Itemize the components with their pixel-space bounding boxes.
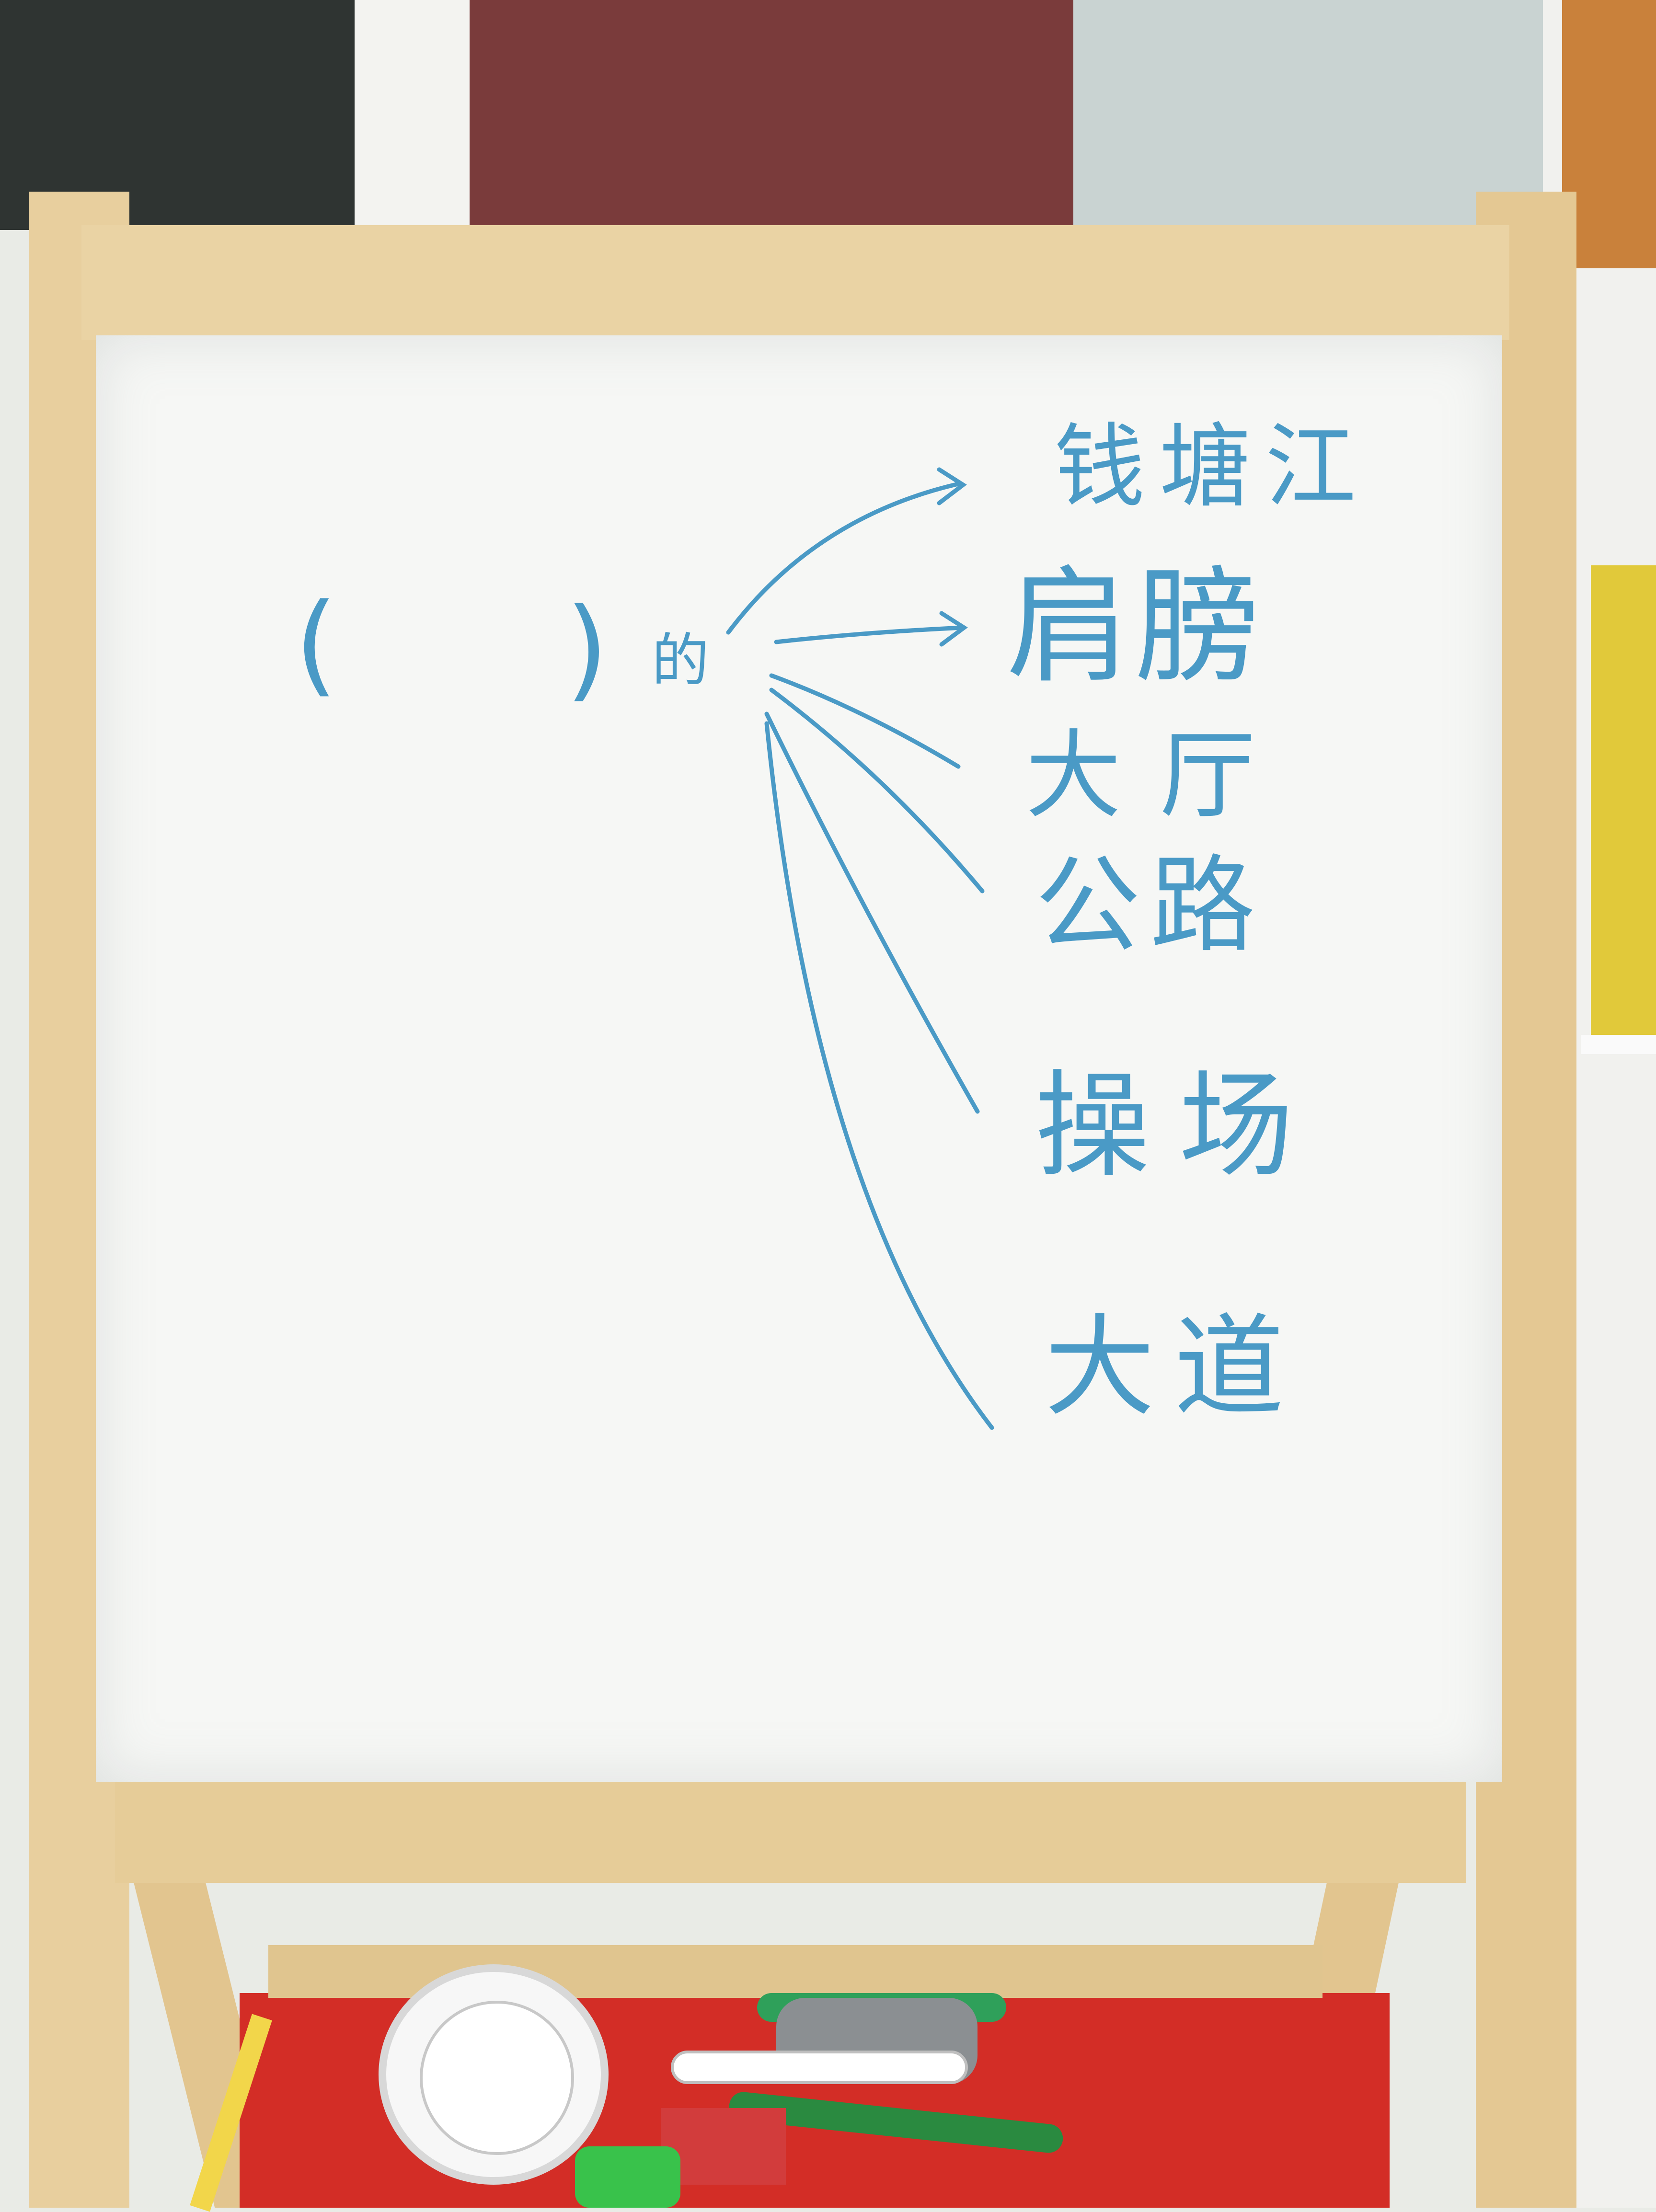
particle-de: 的 [652,628,709,694]
word-item: 钱塘江 [1054,414,1371,520]
green-cap [575,2146,680,2208]
easel-frame-bottom [115,1768,1466,1883]
word-item: 操场 [1035,1059,1322,1193]
alarm-clock [379,1964,609,2185]
shelf-divider [1581,1035,1656,1054]
easel-frame-top [81,225,1509,340]
bookshelf-books [470,0,1092,230]
word-item: 肩膀 [1006,555,1265,700]
word-item: 大厅 [1025,720,1294,832]
arrow-line [769,688,985,894]
red-box [661,2108,786,2185]
book-spine [1562,0,1656,268]
whiteboard-marker [671,2051,968,2084]
blank-close-paren: ) [565,585,609,713]
arrow-line [764,721,994,1430]
arrowhead [937,467,967,505]
clock-face [420,2001,574,2155]
arrowhead [939,611,968,647]
arrow-line [764,711,980,1114]
blank-open-paren: ( [295,580,338,708]
book-spine [1591,565,1656,1035]
whiteboard [96,335,1502,1782]
arrow-line [726,481,961,635]
arrow-line [774,625,966,644]
word-item: 大道 [1045,1304,1303,1432]
arrow-line [769,673,961,769]
shelf-side-panel [355,0,470,230]
word-item: 公路 [1035,844,1265,967]
